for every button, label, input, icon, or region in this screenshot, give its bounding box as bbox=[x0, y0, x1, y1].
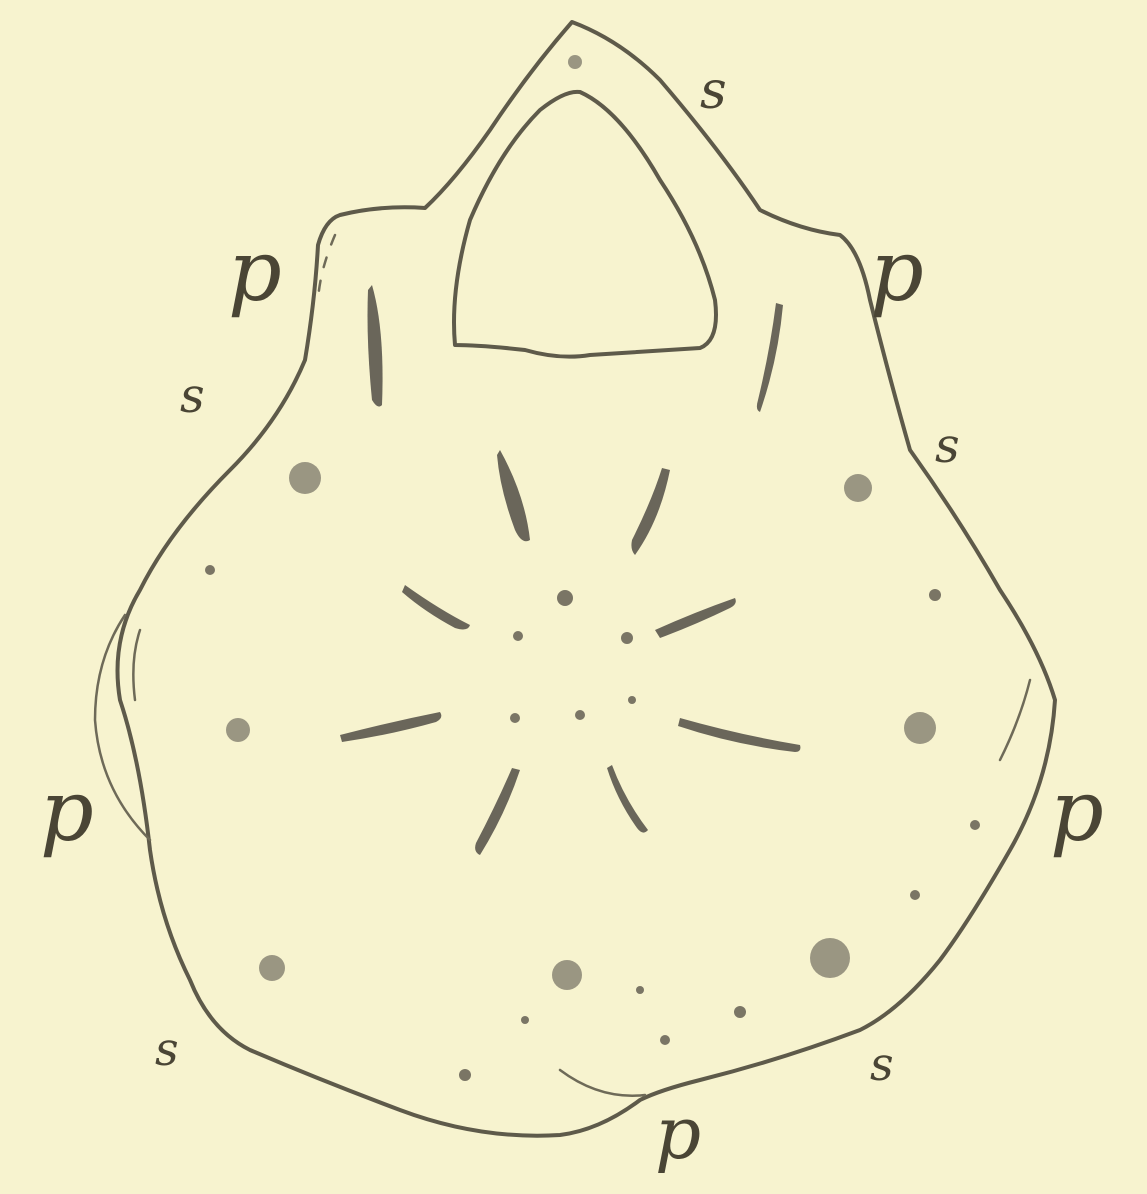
spot-upper-right bbox=[844, 474, 872, 502]
dot-bottom-2 bbox=[660, 1035, 670, 1045]
dot-bottom-1 bbox=[734, 1006, 746, 1018]
dot-left-1 bbox=[205, 565, 215, 575]
center-dot-3 bbox=[513, 631, 523, 641]
right-inner-curve bbox=[1000, 680, 1030, 760]
mark-lower-right bbox=[678, 718, 800, 752]
label-s-right: s bbox=[935, 418, 960, 474]
dot-right-2 bbox=[970, 820, 980, 830]
mark-bottom-left bbox=[475, 768, 520, 855]
bottom-notch-curve bbox=[560, 1070, 645, 1096]
dot-bottom-4 bbox=[521, 1016, 529, 1024]
label-p-upper-left: p bbox=[228, 222, 282, 320]
spot-lower-right bbox=[810, 938, 850, 978]
outer-outline bbox=[118, 22, 1056, 1136]
label-p-right: p bbox=[1050, 762, 1104, 860]
dot-right-1 bbox=[929, 589, 941, 601]
spot-top bbox=[568, 55, 582, 69]
spot-mid-right bbox=[904, 712, 936, 744]
spot-upper-left bbox=[289, 462, 321, 494]
center-dot-2 bbox=[621, 632, 633, 644]
label-s-top-right: s bbox=[700, 61, 727, 121]
left-dashes bbox=[318, 235, 335, 300]
center-dot-6 bbox=[628, 696, 636, 704]
label-p-upper-right: p bbox=[870, 222, 924, 320]
mark-upper-right bbox=[757, 303, 783, 412]
mark-lower-left bbox=[340, 712, 441, 742]
center-dot-4 bbox=[575, 710, 585, 720]
spot-bottom-center bbox=[552, 960, 582, 990]
mark-center-left bbox=[497, 450, 530, 541]
mark-mid-right bbox=[655, 598, 736, 638]
dot-bottom-3 bbox=[459, 1069, 471, 1081]
left-inner-curve bbox=[133, 630, 140, 700]
label-s-bottom-right: s bbox=[870, 1037, 894, 1091]
left-side-curve bbox=[95, 615, 150, 840]
center-dot-1 bbox=[557, 590, 573, 606]
label-p-bottom: p bbox=[655, 1091, 701, 1175]
spot-mid-left bbox=[226, 718, 250, 742]
center-dot-5 bbox=[510, 713, 520, 723]
label-s-upper-left: s bbox=[180, 368, 205, 424]
mark-mid-left bbox=[402, 585, 470, 629]
dot-bottom-5 bbox=[636, 986, 644, 994]
spot-lower-left bbox=[259, 955, 285, 981]
mark-upper-left bbox=[368, 285, 383, 407]
dot-right-3 bbox=[910, 890, 920, 900]
mark-center-right bbox=[631, 468, 670, 555]
inner-triangle-outline bbox=[454, 92, 716, 357]
label-p-left: p bbox=[40, 762, 94, 860]
label-s-bottom-left: s bbox=[155, 1022, 179, 1076]
mark-bottom-right bbox=[607, 765, 648, 833]
